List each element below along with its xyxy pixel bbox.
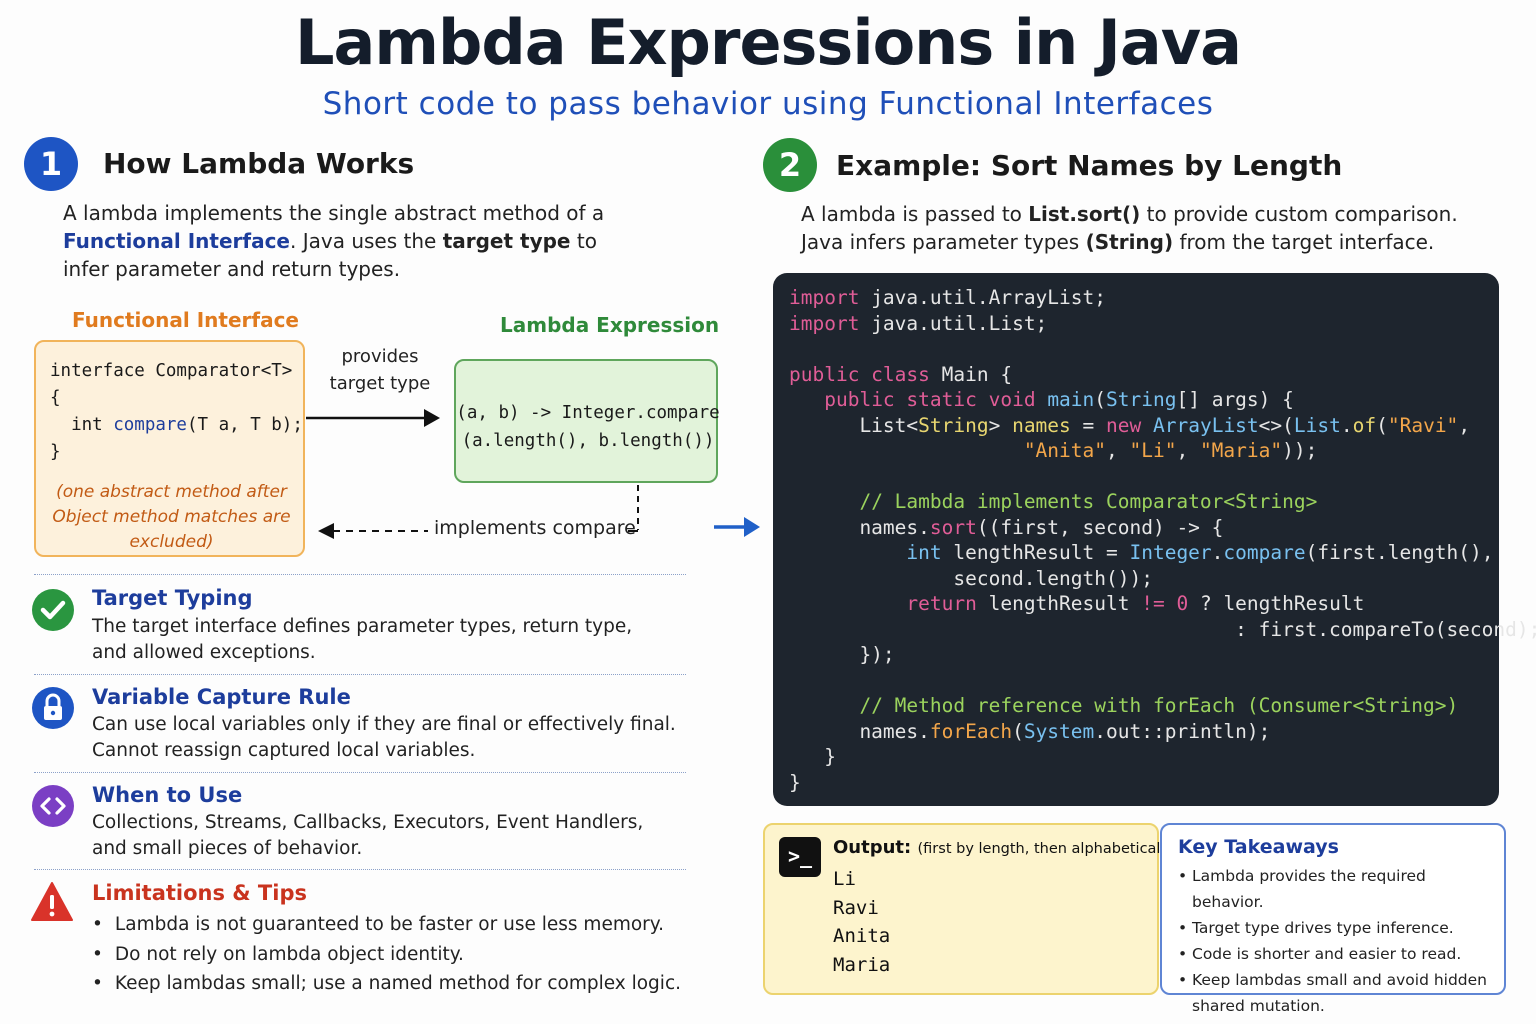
section-1-badge: 1 (24, 137, 78, 191)
page-title: Lambda Expressions in Java (295, 6, 1242, 79)
list-item: Code is shorter and easier to read. (1176, 941, 1502, 967)
provides-target-type-label: provides target type (329, 346, 431, 394)
page-subtitle: Short code to pass behavior using Functi… (322, 86, 1214, 122)
divider (34, 772, 686, 773)
list-item: Target type drives type inference. (1176, 915, 1502, 941)
intro-text-a: A lambda implements the single abstract … (63, 201, 605, 225)
intro-target-type: target type (442, 229, 571, 253)
section-2-heading: Example: Sort Names by Length (836, 149, 1343, 182)
intro-functional-interface: Functional Interface (63, 229, 290, 253)
section-1-intro: A lambda implements the single abstract … (63, 199, 623, 283)
list-item: Lambda provides the required behavior. (1176, 863, 1502, 915)
target-typing-text: The target interface defines parameter t… (92, 616, 633, 663)
lock-icon (32, 687, 74, 729)
intro-text-b: . Java uses the (290, 229, 443, 253)
section-2-badge: 2 (763, 138, 817, 192)
list-item: Maria (833, 953, 891, 976)
target-typing-title: Target Typing (92, 586, 253, 610)
functional-interface-note: (one abstract method after Object method… (52, 482, 291, 552)
output-title: Output: (first by length, then alphabeti… (833, 837, 1179, 858)
list-item: Lambda is not guaranteed to be faster or… (92, 910, 681, 940)
list-item: Do not rely on lambda object identity. (92, 940, 681, 970)
check-icon (32, 589, 74, 631)
lambda-expression-box: (a, b) -> Integer.compare (a.length(), b… (454, 359, 720, 483)
list-item: Ravi (833, 896, 879, 919)
functional-interface-label: Functional Interface (72, 308, 299, 332)
when-to-use-text: Collections, Streams, Callbacks, Executo… (92, 812, 644, 859)
example-code: import java.util.ArrayList; import java.… (789, 286, 1536, 794)
output-box: >_ Output: (first by length, then alphab… (763, 823, 1179, 995)
when-to-use-title: When to Use (92, 783, 243, 807)
functional-interface-box: interface Comparator<T> { int compare(T … (34, 340, 305, 557)
divider (34, 674, 686, 675)
section-1-heading: How Lambda Works (103, 147, 415, 180)
limitations-title: Limitations & Tips (92, 881, 307, 905)
intro-text-c: to (570, 229, 597, 253)
key-takeaways-title: Key Takeaways (1178, 836, 1339, 858)
key-takeaways-list: Lambda provides the required behavior. T… (1176, 863, 1502, 1019)
variable-capture-text: Can use local variables only if they are… (92, 714, 676, 761)
code-icon (32, 785, 74, 827)
list-item: Li (833, 868, 856, 890)
intro-text-d: infer parameter and return types. (63, 257, 401, 281)
limitations-list: Lambda is not guaranteed to be faster or… (92, 910, 681, 999)
list-item: Keep lambdas small; use a named method f… (92, 969, 681, 999)
code-panel: import java.util.ArrayList; import java.… (773, 273, 1536, 806)
section-2-intro: A lambda is passed to List.sort() to pro… (801, 202, 1458, 254)
lambda-expression-label: Lambda Expression (500, 313, 720, 337)
list-item: Keep lambdas small and avoid hidden shar… (1176, 967, 1502, 1019)
key-takeaways-box: Key Takeaways Lambda provides the requir… (1160, 823, 1506, 1015)
output-lines: Li Ravi Anita Maria (833, 865, 890, 979)
functional-interface-code: interface Comparator<T> { int compare(T … (50, 361, 303, 462)
divider (34, 574, 686, 575)
variable-capture-title: Variable Capture Rule (92, 685, 351, 709)
lambda-expression-code: (a, b) -> Integer.compare (a.length(), b… (456, 403, 720, 451)
list-item: Anita (833, 925, 891, 947)
divider (34, 869, 686, 870)
warning-icon (31, 882, 73, 921)
terminal-icon: >_ (779, 837, 821, 877)
implements-compare-label: implements compare (434, 517, 636, 539)
